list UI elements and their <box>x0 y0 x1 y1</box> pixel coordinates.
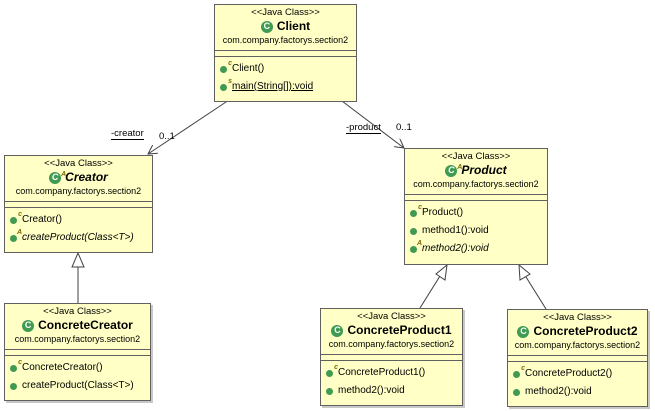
product-role-label: -product <box>346 122 381 134</box>
stereotype-label: <<Java Class>> <box>441 151 511 162</box>
package-label: com.company.factorys.section2 <box>14 334 141 344</box>
public-method-icon: A <box>410 240 422 253</box>
class-icon: C <box>22 319 35 332</box>
public-method-icon: c <box>220 60 232 73</box>
public-method-icon: c <box>326 364 338 377</box>
generalization-arrowhead-creator <box>71 251 85 268</box>
public-method-icon: s <box>220 78 232 91</box>
package-label: com.company.factorys.section2 <box>222 35 349 45</box>
creator-role-label: -creator <box>111 128 144 140</box>
generalization-arrowhead-product1 <box>435 263 448 281</box>
attributes-compartment <box>5 349 150 355</box>
method-item[interactable]: createProduct(Class<T>) <box>10 377 150 395</box>
method-item[interactable]: method1():void <box>410 222 547 240</box>
package-label: com.company.factorys.section2 <box>328 339 455 349</box>
public-method-icon: c <box>10 359 22 372</box>
attributes-compartment <box>321 354 462 360</box>
association-line-product <box>337 97 404 148</box>
stereotype-label: <<Java Class>> <box>43 306 112 317</box>
public-method-icon: A <box>10 229 22 242</box>
public-method-icon: c <box>513 365 525 378</box>
public-method-icon: c <box>410 204 422 217</box>
public-method-icon <box>410 227 417 235</box>
stereotype-label: <<Java Class>> <box>44 158 113 169</box>
generalization-line-product2 <box>525 276 547 310</box>
public-method-icon: c <box>10 211 22 224</box>
stereotype-label: <<Java Class>> <box>357 311 426 322</box>
stereotype-label: <<Java Class>> <box>543 312 612 323</box>
class-icon: C <box>331 324 344 337</box>
package-label: com.company.factorys.section2 <box>413 179 539 189</box>
method-item[interactable]: method2():void <box>326 382 462 400</box>
public-method-icon <box>513 388 520 396</box>
package-label: com.company.factorys.section2 <box>514 340 641 350</box>
method-item[interactable]: method2():void <box>513 383 647 401</box>
public-method-icon <box>10 382 17 390</box>
generalization-line-product1 <box>419 275 441 309</box>
attributes-compartment <box>405 194 547 200</box>
attributes-compartment <box>215 50 356 56</box>
package-label: com.company.factorys.section2 <box>15 186 142 196</box>
association-line-creator <box>148 97 233 154</box>
attributes-compartment <box>5 201 152 207</box>
public-method-icon <box>326 387 333 395</box>
stereotype-label: <<Java Class>> <box>251 7 320 18</box>
creator-multiplicity-label: 0..1 <box>159 131 175 142</box>
class-icon: C <box>260 20 273 33</box>
class-icon: C <box>517 325 530 338</box>
generalization-arrowhead-product2 <box>518 263 531 281</box>
product-multiplicity-label: 0..1 <box>396 122 412 133</box>
attributes-compartment <box>508 355 647 361</box>
